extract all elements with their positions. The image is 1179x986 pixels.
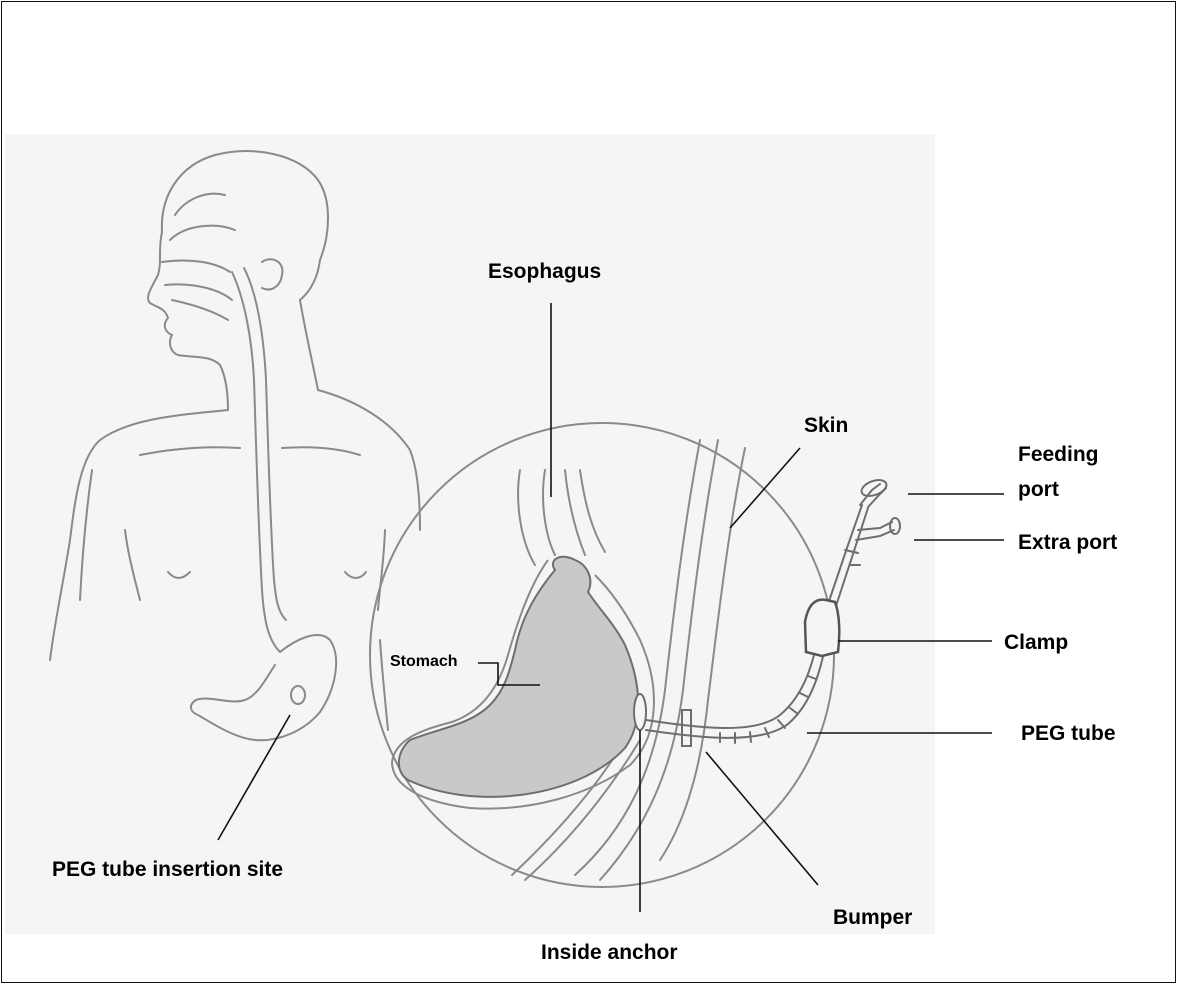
inside-anchor-shape — [634, 694, 646, 730]
human-figure — [50, 151, 420, 740]
skin-leader — [730, 448, 800, 528]
esophagus-walls — [518, 470, 605, 565]
inside-anchor-label: Inside anchor — [541, 940, 678, 965]
peg-tube-shape — [646, 477, 900, 743]
leader-lines — [218, 303, 1004, 912]
feeding-port-label-line1: Feeding — [1018, 442, 1099, 467]
extra-port-label: Extra port — [1018, 530, 1117, 555]
clamp-shape — [805, 600, 839, 656]
esophagus-label: Esophagus — [488, 259, 601, 284]
skin-label: Skin — [804, 413, 848, 438]
peg-tube-label: PEG tube — [1021, 721, 1116, 746]
stomach-label: Stomach — [390, 652, 458, 671]
insertion-site-label: PEG tube insertion site — [52, 857, 283, 882]
stomach-shape — [399, 557, 638, 797]
bumper-label: Bumper — [833, 905, 912, 930]
bumper-leader — [706, 752, 818, 885]
feeding-port-label-line2: port — [1018, 477, 1059, 502]
insertion-site-leader — [218, 715, 290, 840]
bumper-shape — [682, 710, 691, 746]
clamp-label: Clamp — [1004, 630, 1068, 655]
